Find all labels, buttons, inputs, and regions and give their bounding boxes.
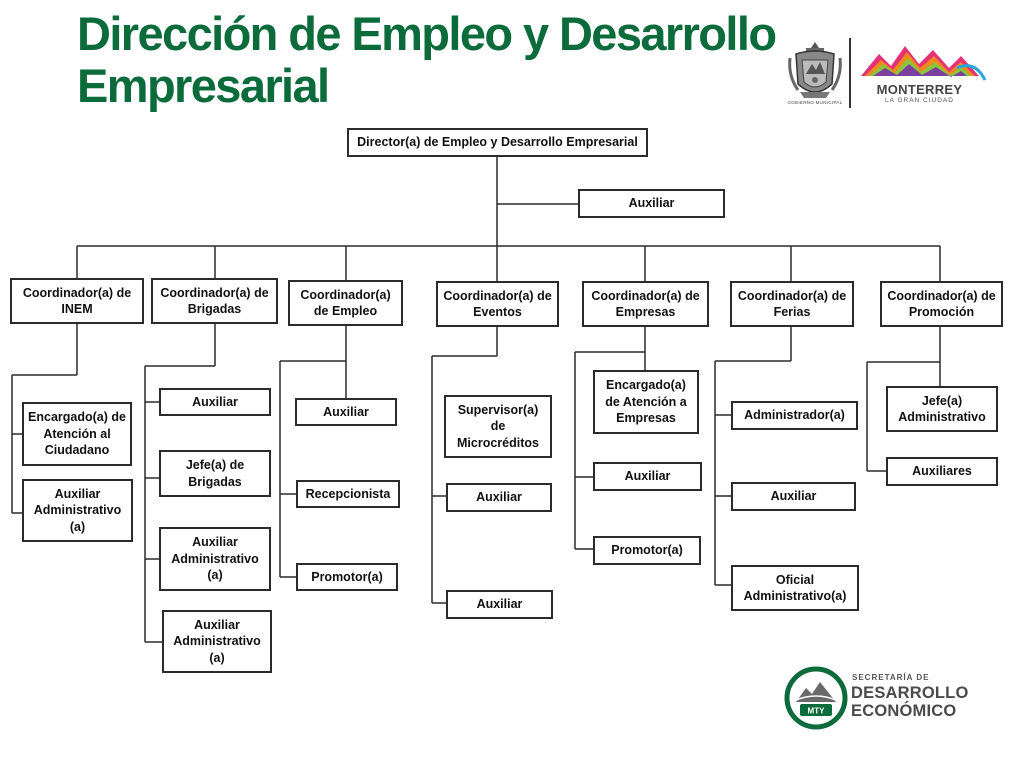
city-name: MONTERREY [876, 82, 963, 97]
position-box: Auxiliar Administrativo (a) [159, 527, 271, 591]
coordinator-empleo-box: Coordinador(a) de Empleo [288, 280, 403, 326]
seal-caption: GOBIERNO MUNICIPAL [787, 100, 843, 105]
economico-label: ECONÓMICO [851, 702, 957, 720]
page-title: Dirección de Empleo y Desarrollo Empresa… [77, 7, 777, 112]
position-box: Auxiliar Administrativo (a) [22, 479, 133, 542]
position-box: Administrador(a) [731, 401, 858, 430]
coordinator-inem-box: Coordinador(a) de INEM [10, 278, 144, 324]
coordinator-promocion-box: Coordinador(a) de Promoción [880, 281, 1003, 327]
city-tagline: LA GRAN CIUDAD [885, 97, 954, 104]
logo-divider [849, 38, 851, 108]
position-box: Promotor(a) [296, 563, 398, 591]
position-box: Promotor(a) [593, 536, 701, 565]
position-box: Encargado(a) de Atención a Empresas [593, 370, 699, 434]
desarrollo-label: DESARROLLO [851, 684, 969, 702]
coordinator-eventos-box: Coordinador(a) de Eventos [436, 281, 559, 327]
secretaria-label: SECRETARÍA DE [852, 673, 930, 682]
position-box: Auxiliar [159, 388, 271, 416]
director-box: Director(a) de Empleo y Desarrollo Empre… [347, 128, 648, 157]
position-box: Supervisor(a) de Microcréditos [444, 395, 552, 458]
position-box: Auxiliares [886, 457, 998, 486]
desarrollo-economico-logo-icon: MTY [784, 666, 848, 730]
municipal-seal-icon [788, 42, 842, 98]
position-box: Oficial Administrativo(a) [731, 565, 859, 611]
coordinator-empresas-box: Coordinador(a) de Empresas [582, 281, 709, 327]
coordinator-brigadas-box: Coordinador(a) de Brigadas [151, 278, 278, 324]
monterrey-mountains-logo-icon [861, 46, 987, 81]
position-box: Auxiliar [295, 398, 397, 426]
sde-badge-text: MTY [808, 707, 826, 716]
position-box: Auxiliar [446, 590, 553, 619]
coordinator-ferias-box: Coordinador(a) de Ferias [730, 281, 854, 327]
staff-auxiliar-box: Auxiliar [578, 189, 725, 218]
position-box: Encargado(a) de Atención al Ciudadano [22, 402, 132, 466]
position-box: Jefe(a) Administrativo [886, 386, 998, 432]
position-box: Auxiliar [731, 482, 856, 511]
position-box: Jefe(a) de Brigadas [159, 450, 271, 497]
position-box: Auxiliar Administrativo (a) [162, 610, 272, 673]
position-box: Auxiliar [446, 483, 552, 512]
position-box: Recepcionista [296, 480, 400, 508]
position-box: Auxiliar [593, 462, 702, 491]
